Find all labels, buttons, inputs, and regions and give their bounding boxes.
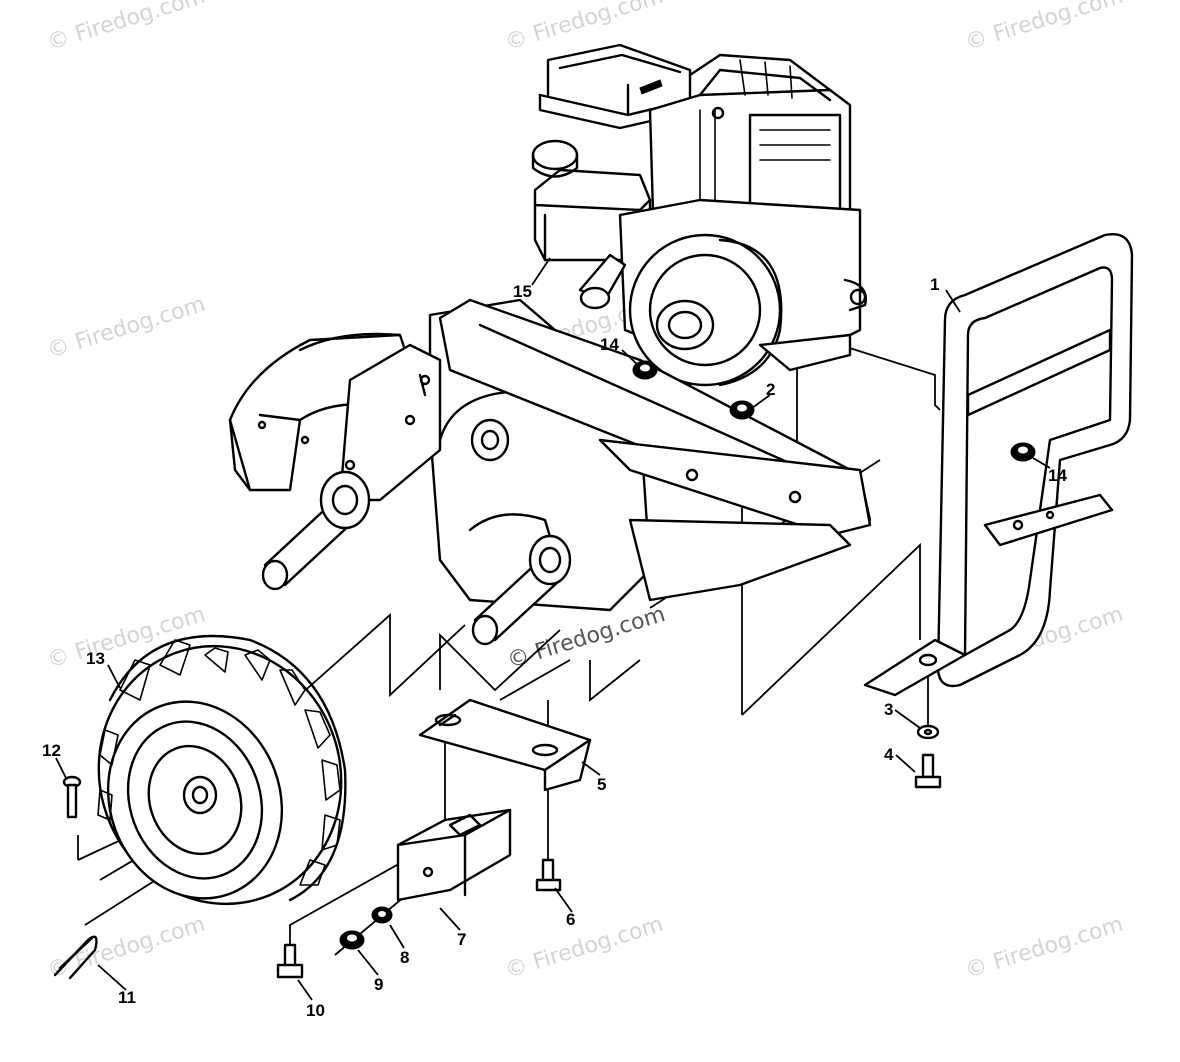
axle-shafts xyxy=(261,418,572,646)
callout-6: 6 xyxy=(566,910,575,929)
watermark: © Firedog.com xyxy=(962,0,1126,56)
watermark: © Firedog.com xyxy=(44,912,208,984)
callout-15: 15 xyxy=(513,282,532,301)
nut-14-engine xyxy=(632,360,658,380)
weight-block xyxy=(396,808,512,902)
watermark: © Firedog.com xyxy=(44,292,208,364)
callout-3: 3 xyxy=(884,700,893,719)
washer-8 xyxy=(371,906,393,924)
wheel-tire xyxy=(97,634,347,906)
bolt-4 xyxy=(914,753,942,789)
callout-7: 7 xyxy=(457,930,466,949)
engine xyxy=(531,43,867,387)
callout-14-engine: 14 xyxy=(600,335,619,354)
watermark: © Firedog.com xyxy=(502,912,666,984)
hair-pin-11 xyxy=(53,935,98,980)
watermark: © Firedog.com xyxy=(962,912,1126,984)
callout-5: 5 xyxy=(597,775,606,794)
washer-3 xyxy=(916,724,940,740)
bolt-10 xyxy=(276,943,304,979)
callout-1: 1 xyxy=(930,275,939,294)
callout-leaders xyxy=(55,257,1051,1001)
callout-4: 4 xyxy=(884,745,894,764)
mounting-bracket xyxy=(418,698,592,792)
callouts: 1 2 3 4 5 6 7 8 9 10 11 12 13 14 14 15 xyxy=(42,275,1067,1020)
callout-11: 11 xyxy=(118,988,136,1007)
callout-13: 13 xyxy=(86,649,105,668)
watermark: © Firedog.com xyxy=(44,0,208,56)
callout-2: 2 xyxy=(766,380,775,399)
callout-14-bumper: 14 xyxy=(1048,466,1067,485)
clevis-pin-12 xyxy=(62,775,82,819)
nut-2 xyxy=(729,400,755,420)
watermark: © Firedog.com xyxy=(504,602,668,674)
callout-12: 12 xyxy=(42,741,61,760)
nut-9 xyxy=(339,930,365,950)
nut-14-bumper xyxy=(1010,442,1036,462)
hardware xyxy=(53,360,1036,980)
callout-9: 9 xyxy=(374,975,383,994)
main-frame xyxy=(338,298,872,612)
callout-10: 10 xyxy=(306,1001,325,1020)
callout-8: 8 xyxy=(400,948,409,967)
bolt-6 xyxy=(535,858,562,892)
watermark: © Firedog.com xyxy=(502,0,666,56)
